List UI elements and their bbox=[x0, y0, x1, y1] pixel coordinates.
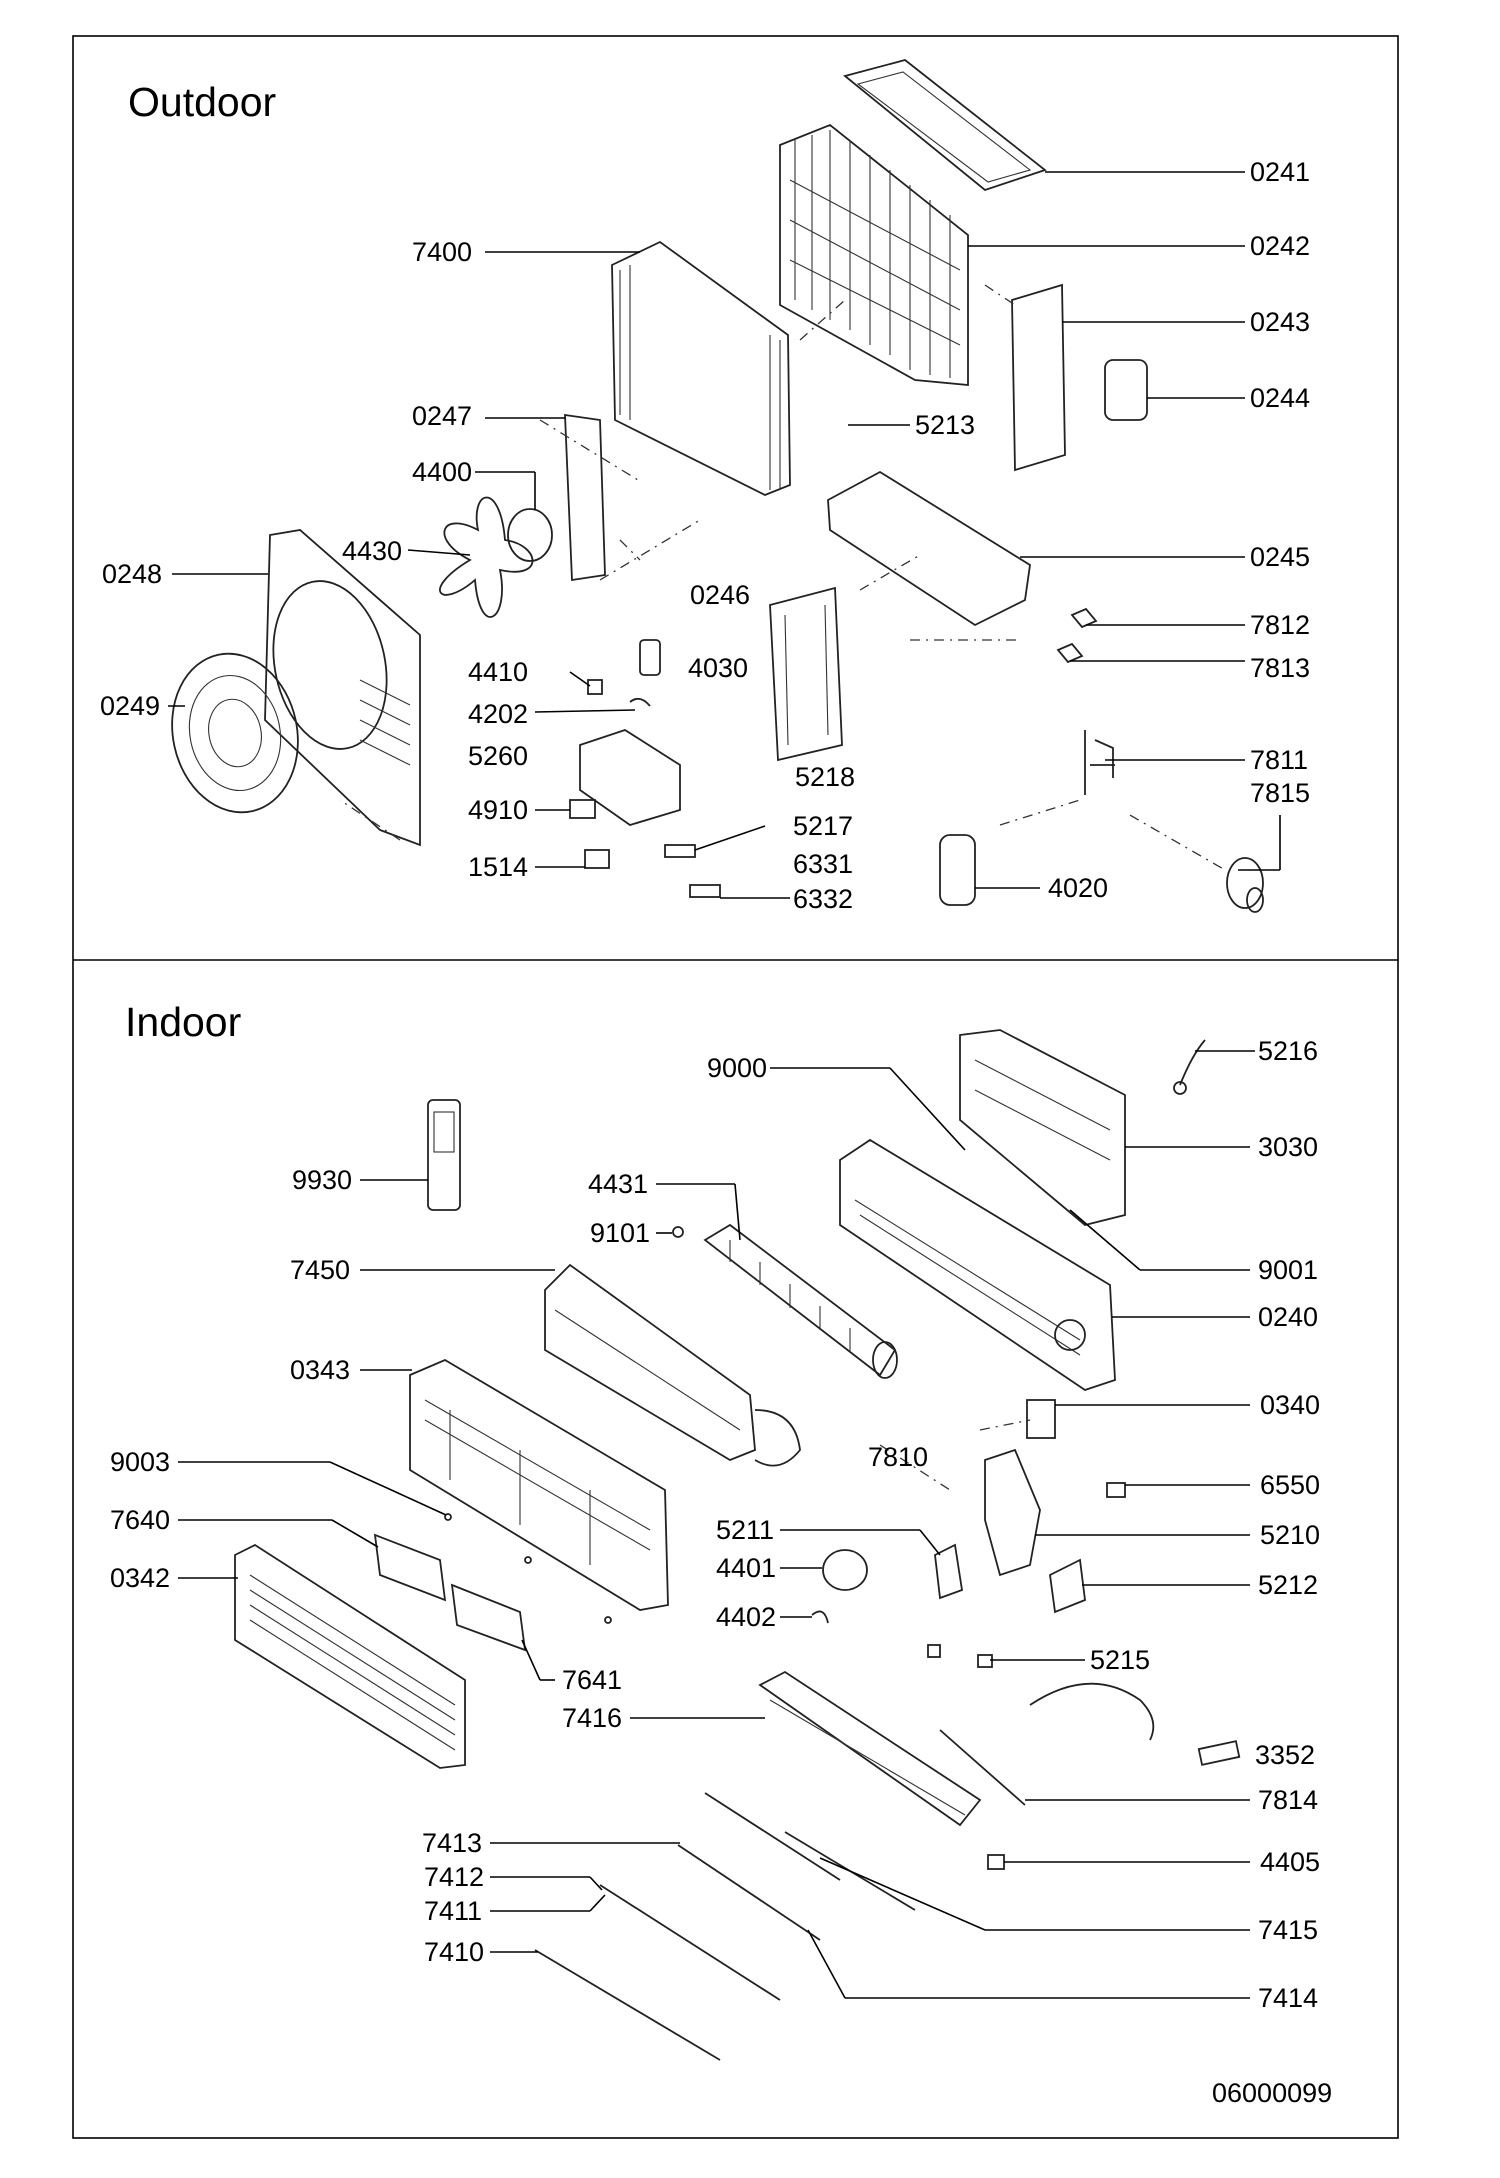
diagram-frame bbox=[72, 35, 1399, 2139]
label-7416: 7416 bbox=[562, 1703, 622, 1733]
label-5213: 5213 bbox=[915, 410, 975, 440]
label-7413: 7413 bbox=[422, 1828, 482, 1858]
label-1514: 1514 bbox=[468, 852, 528, 882]
label-6331: 6331 bbox=[793, 849, 853, 879]
label-5218: 5218 bbox=[795, 762, 855, 792]
label-6332: 6332 bbox=[793, 884, 853, 914]
label-4910: 4910 bbox=[468, 795, 528, 825]
label-4431: 4431 bbox=[588, 1169, 648, 1199]
label-0343: 0343 bbox=[290, 1355, 350, 1385]
label-5212: 5212 bbox=[1258, 1570, 1318, 1600]
label-9101: 9101 bbox=[590, 1218, 650, 1248]
label-4020: 4020 bbox=[1048, 873, 1108, 903]
label-7400: 7400 bbox=[412, 237, 472, 267]
label-5211: 5211 bbox=[716, 1515, 774, 1545]
label-0247: 0247 bbox=[412, 401, 472, 431]
label-0240: 0240 bbox=[1258, 1302, 1318, 1332]
indoor-section-title: Indoor bbox=[125, 999, 241, 1045]
label-7450: 7450 bbox=[290, 1255, 350, 1285]
label-9000: 9000 bbox=[707, 1053, 767, 1083]
indoor-leader-lines bbox=[178, 1050, 1255, 1999]
drawing-number: 06000099 bbox=[1212, 2078, 1332, 2108]
indoor-assembly-lines bbox=[879, 1419, 1031, 1491]
label-0242: 0242 bbox=[1250, 231, 1310, 261]
label-7813: 7813 bbox=[1250, 653, 1310, 683]
label-7811: 7811 bbox=[1250, 745, 1308, 775]
label-3352: 3352 bbox=[1255, 1740, 1315, 1770]
label-7814: 7814 bbox=[1258, 1785, 1318, 1815]
label-7812: 7812 bbox=[1250, 610, 1310, 640]
label-5217: 5217 bbox=[793, 811, 853, 841]
label-9930: 9930 bbox=[292, 1165, 352, 1195]
label-0249: 0249 bbox=[100, 691, 160, 721]
outdoor-part-labels: 0241 0242 0243 0244 7400 0247 5213 4400 … bbox=[100, 157, 1310, 914]
label-7414: 7414 bbox=[1258, 1983, 1318, 2013]
label-7415: 7415 bbox=[1258, 1915, 1318, 1945]
label-9003: 9003 bbox=[110, 1447, 170, 1477]
outdoor-section-title: Outdoor bbox=[128, 79, 276, 125]
outdoor-leader-lines bbox=[168, 171, 1281, 899]
indoor-part-labels: 5216 9000 3030 9930 4431 9101 9001 7450 … bbox=[110, 1036, 1320, 2013]
label-0244: 0244 bbox=[1250, 383, 1310, 413]
label-7412: 7412 bbox=[424, 1862, 484, 1892]
label-0340: 0340 bbox=[1260, 1390, 1320, 1420]
label-5260: 5260 bbox=[468, 741, 528, 771]
label-3030: 3030 bbox=[1258, 1132, 1318, 1162]
label-0245: 0245 bbox=[1250, 542, 1310, 572]
label-9001: 9001 bbox=[1258, 1255, 1318, 1285]
label-4402: 4402 bbox=[716, 1602, 776, 1632]
label-0248: 0248 bbox=[102, 559, 162, 589]
label-5216: 5216 bbox=[1258, 1036, 1318, 1066]
label-7815: 7815 bbox=[1250, 778, 1310, 808]
label-6550: 6550 bbox=[1260, 1470, 1320, 1500]
indoor-part-drawings bbox=[234, 1029, 1241, 2061]
label-0246: 0246 bbox=[690, 580, 750, 610]
label-4401: 4401 bbox=[716, 1553, 776, 1583]
label-7411: 7411 bbox=[424, 1896, 482, 1926]
label-0243: 0243 bbox=[1250, 307, 1310, 337]
label-7641: 7641 bbox=[562, 1665, 622, 1695]
label-7810: 7810 bbox=[868, 1442, 928, 1472]
label-5215: 5215 bbox=[1090, 1645, 1150, 1675]
label-0241: 0241 bbox=[1250, 157, 1310, 187]
label-4430: 4430 bbox=[342, 536, 402, 566]
label-0342: 0342 bbox=[110, 1563, 170, 1593]
label-7640: 7640 bbox=[110, 1505, 170, 1535]
outdoor-part-drawings bbox=[171, 59, 1264, 913]
label-5210: 5210 bbox=[1260, 1520, 1320, 1550]
label-4405: 4405 bbox=[1260, 1847, 1320, 1877]
label-4410: 4410 bbox=[468, 657, 528, 687]
outdoor-assembly-lines bbox=[339, 284, 1226, 871]
label-7410: 7410 bbox=[424, 1937, 484, 1967]
label-4400: 4400 bbox=[412, 457, 472, 487]
label-4202: 4202 bbox=[468, 699, 528, 729]
label-4030: 4030 bbox=[688, 653, 748, 683]
